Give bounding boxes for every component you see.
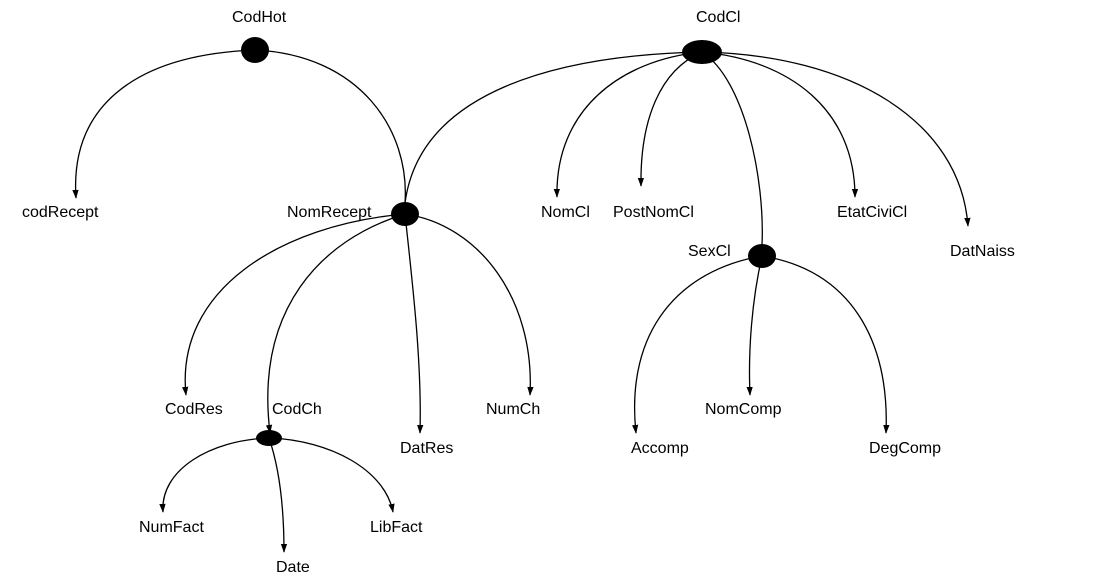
edge-nomrecept-codch	[265, 213, 406, 434]
label-libfact: LibFact	[370, 519, 423, 536]
label-accomp: Accomp	[631, 440, 689, 457]
node-nomrecept	[391, 202, 419, 226]
label-numch: NumCh	[486, 401, 540, 418]
label-numfact: NumFact	[139, 519, 204, 536]
label-degcomp: DegComp	[869, 440, 941, 457]
label-postnomcl: PostNomCl	[613, 204, 694, 221]
edge-sexcl-nomcomp	[746, 255, 763, 396]
label-datres: DatRes	[400, 440, 453, 457]
edge-nomrecept-datres	[404, 213, 424, 434]
labels: CodHot CodCl codRecept NomRecept NomCl P…	[22, 9, 1015, 576]
label-date: Date	[276, 559, 310, 576]
label-codcl: CodCl	[696, 9, 740, 26]
edge-sexcl-degcomp	[761, 255, 890, 434]
node-codch	[256, 430, 282, 446]
edge-nomrecept-numch	[404, 213, 534, 396]
edge-codcl-postnomcl	[637, 51, 703, 187]
nodes	[241, 37, 776, 446]
label-nomrecept: NomRecept	[287, 204, 372, 221]
edge-codch-libfact	[268, 437, 395, 513]
node-codhot	[241, 37, 269, 63]
edge-nomrecept-codres	[182, 213, 406, 396]
label-codrecept: codRecept	[22, 204, 99, 221]
label-codres: CodRes	[165, 401, 223, 418]
edge-codcl-sexcl	[701, 51, 763, 246]
label-etatcivicl: EtatCiviCl	[837, 204, 907, 221]
edge-codch-numfact	[159, 437, 270, 513]
edge-codhot-nomrecept	[254, 49, 406, 204]
label-nomcl: NomCl	[541, 204, 590, 221]
label-codch: CodCh	[272, 401, 322, 418]
edge-codcl-datnaiss	[701, 51, 971, 227]
edge-sexcl-accomp	[632, 255, 763, 434]
label-datnaiss: DatNaiss	[950, 243, 1015, 260]
edge-codcl-nomcl	[553, 51, 703, 198]
edge-codcl-nomrecept	[404, 51, 703, 204]
edge-codcl-etatcivicl	[701, 51, 859, 198]
edge-codch-date	[268, 437, 288, 553]
label-nomcomp: NomComp	[705, 401, 782, 418]
node-sexcl	[748, 244, 776, 268]
node-codcl	[682, 40, 722, 64]
label-codhot: CodHot	[232, 9, 287, 26]
edge-codhot-codrecept	[72, 49, 256, 199]
label-sexcl: SexCl	[688, 243, 731, 260]
edges	[72, 49, 971, 553]
